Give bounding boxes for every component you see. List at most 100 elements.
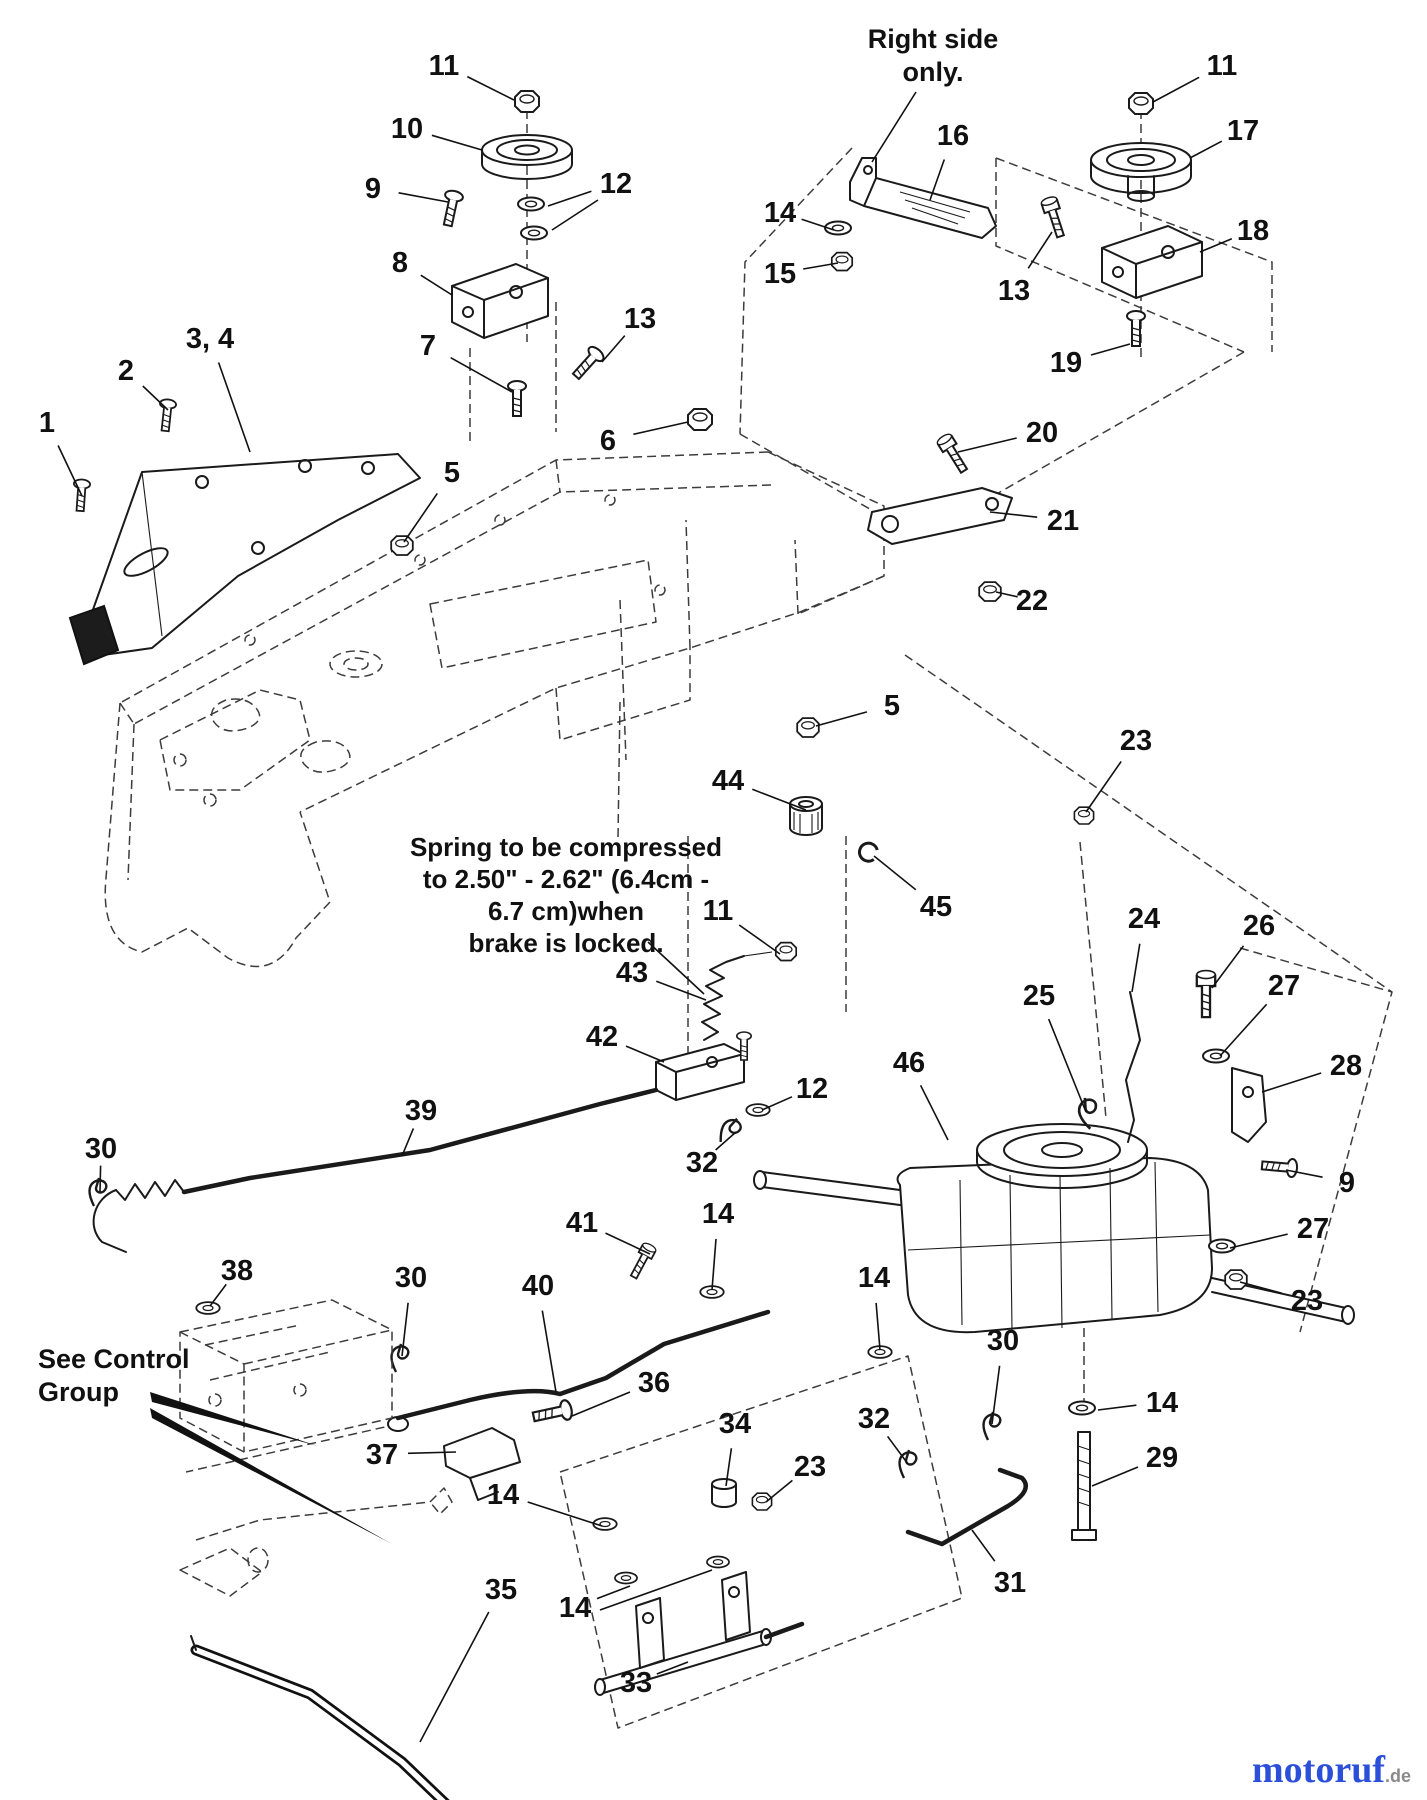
leader-line-3-4-16	[217, 362, 251, 453]
part-label-17-9: 17	[1227, 115, 1259, 147]
part-label-36-50: 36	[638, 1367, 670, 1399]
nut-11-left	[514, 90, 540, 113]
washer-14-d	[614, 1571, 638, 1585]
pointer-arrow-2	[150, 1408, 392, 1544]
washer-14-f	[1068, 1400, 1096, 1416]
washer-12-a	[517, 196, 545, 212]
leader-line-23-41	[1239, 1281, 1283, 1295]
part-label-19-12: 19	[1050, 347, 1082, 379]
leader-line-29-56	[1091, 1466, 1139, 1487]
transaxle-46	[753, 1123, 1355, 1334]
bolt-41	[626, 1240, 659, 1282]
leader-line-25-37	[1047, 1018, 1087, 1113]
leader-line-15-6	[803, 262, 839, 270]
leader-line-14-57	[1097, 1404, 1137, 1411]
part-label-5-23: 5	[884, 690, 900, 722]
leader-line-26-34	[1211, 945, 1245, 989]
part-label-1-17: 1	[39, 407, 55, 439]
leader-line-14-55	[527, 1501, 603, 1527]
nut-23-a	[1073, 806, 1095, 825]
part-label-8-4: 8	[392, 247, 408, 279]
leader-line-16-7	[929, 159, 946, 201]
washer-38	[195, 1301, 221, 1315]
leader-line-6-18	[633, 421, 689, 436]
part-label-14-48: 14	[858, 1262, 890, 1294]
pin-30-left	[88, 1176, 108, 1208]
part-label-33-61: 33	[620, 1667, 652, 1699]
leader-line-10-1	[431, 134, 483, 151]
part-label-6-18: 6	[600, 425, 616, 457]
nut-23-c	[751, 1492, 773, 1511]
leader-line-8-4	[420, 274, 453, 296]
part-label-35-60: 35	[485, 1574, 517, 1606]
screw-9-right	[1260, 1155, 1299, 1179]
leader-line-11-27	[738, 924, 781, 955]
leader-line-32-31	[715, 1131, 737, 1151]
brake-rod-39	[92, 1087, 659, 1253]
leader-line-39-32	[401, 1128, 415, 1157]
watermark-brand: motoruf	[1252, 1749, 1385, 1791]
part-label-24-33: 24	[1128, 903, 1160, 935]
part-label-29-56: 29	[1146, 1442, 1178, 1474]
leader-line-23-24	[1085, 760, 1122, 813]
leader-line-32-54	[886, 1435, 909, 1465]
brake-rod-bracket-42	[655, 1043, 745, 1101]
leader-line-19-12	[1090, 343, 1131, 356]
part-label-46-38: 46	[893, 1047, 925, 1079]
brake-rod-35	[190, 1635, 450, 1800]
pin-30-right	[982, 1410, 1002, 1442]
part-label-10-1: 10	[391, 113, 423, 145]
screw-36	[530, 1398, 575, 1428]
part-label-9-39: 9	[1339, 1167, 1355, 1199]
part-label-2-15: 2	[118, 355, 134, 387]
part-label-14-5: 14	[764, 197, 796, 229]
part-label-26-34: 26	[1243, 910, 1275, 942]
part-label-14-55: 14	[487, 1479, 519, 1511]
part-label-14-57: 14	[1146, 1387, 1178, 1419]
leader-line-27-40	[1229, 1233, 1288, 1249]
nut-23-b	[1224, 1269, 1248, 1290]
nut-6	[687, 408, 713, 431]
support-plate-3-4	[68, 453, 421, 666]
plate-foot	[68, 604, 120, 666]
leader-line-21-20	[989, 511, 1038, 518]
leader-line-18-10	[1199, 238, 1233, 253]
brake-spring-43	[701, 951, 773, 1041]
leader-line-12-2	[547, 190, 592, 207]
leader-line-13-13	[601, 335, 626, 363]
shift-rod-40	[387, 1309, 771, 1432]
screw-13-left	[568, 343, 608, 384]
part-label-32-54: 32	[858, 1403, 890, 1435]
leader-line-right-side-only	[871, 91, 917, 163]
leader-line-11-0	[466, 75, 515, 101]
leader-line-5-21	[403, 492, 438, 543]
leader-line-31-58	[971, 1529, 996, 1562]
part-label-23-41: 23	[1291, 1285, 1323, 1317]
idler-pulley-assembly-right	[1039, 92, 1203, 347]
leader-line-28-36	[1261, 1072, 1322, 1093]
bolt-26	[1195, 969, 1217, 1019]
leader-line-14-59	[596, 1585, 631, 1600]
part-label-41-45: 41	[566, 1207, 598, 1239]
leader-line-20-19	[957, 437, 1017, 453]
part-label-22-22: 22	[1016, 585, 1048, 617]
leader-line-37-51	[407, 1451, 457, 1455]
screw-7	[507, 380, 527, 417]
nut-15	[830, 251, 854, 272]
part-label-11-0: 11	[429, 50, 460, 82]
nut-5-a	[390, 535, 414, 556]
screw-9-left	[437, 188, 465, 229]
nut-11-right	[1128, 92, 1154, 115]
bracket-8	[451, 263, 549, 339]
part-label-30-42: 30	[85, 1133, 117, 1165]
bushing-44	[789, 796, 823, 836]
leader-line-1-17	[57, 445, 83, 497]
leader-line-43-28	[656, 980, 707, 1001]
washer-12-b	[520, 225, 548, 241]
leader-line-14-5	[801, 218, 835, 231]
extra-leader-branches	[551, 199, 713, 1611]
